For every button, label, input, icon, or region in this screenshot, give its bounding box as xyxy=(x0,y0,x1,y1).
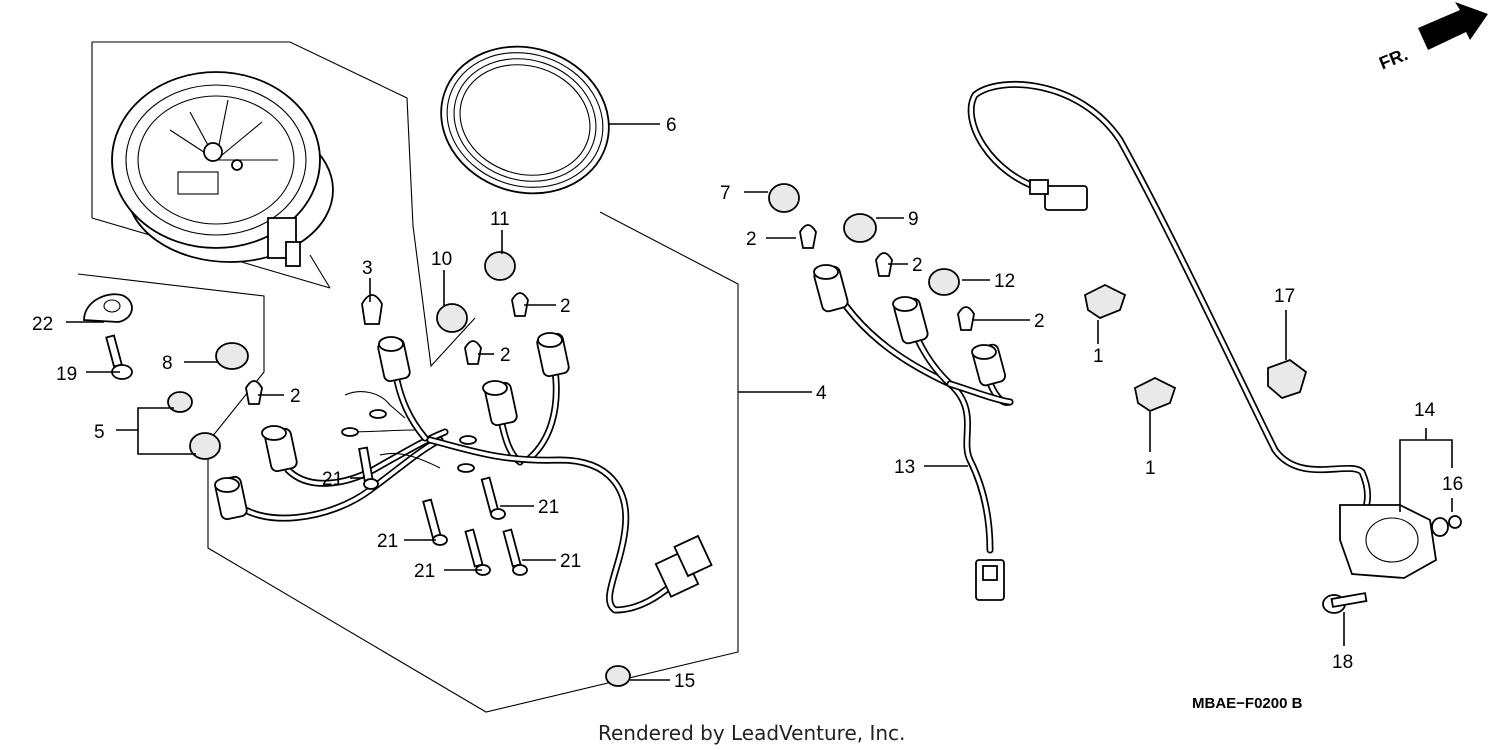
speed-sensor-icon xyxy=(967,81,1462,579)
callout-3: 3 xyxy=(362,258,373,279)
callout-21-a: 21 xyxy=(322,469,343,490)
callout-1-b: 1 xyxy=(1145,458,1156,479)
wire-harness-icon xyxy=(826,276,1014,601)
bulb-socket-icon xyxy=(214,332,570,521)
screw-icon xyxy=(1322,592,1368,614)
callout-16: 16 xyxy=(1442,474,1463,495)
callout-labels: 22 19 8 5 2 3 10 11 2 2 6 4 21 21 21 21 … xyxy=(32,115,1463,692)
callout-19: 19 xyxy=(56,364,77,385)
callout-2-b: 2 xyxy=(560,296,571,317)
callout-7: 7 xyxy=(720,183,731,204)
bulb-icon xyxy=(245,224,975,405)
callout-13: 13 xyxy=(894,457,915,478)
callout-5: 5 xyxy=(94,422,105,443)
callout-14: 14 xyxy=(1414,400,1436,421)
arrow-icon xyxy=(1418,2,1488,50)
callout-2-c: 2 xyxy=(500,345,511,366)
callout-18: 18 xyxy=(1332,652,1353,673)
callout-21-e: 21 xyxy=(560,551,581,572)
callout-2-d: 2 xyxy=(746,229,757,250)
callout-21-b: 21 xyxy=(538,497,559,518)
callout-21-c: 21 xyxy=(377,531,398,552)
callout-22: 22 xyxy=(32,314,53,335)
callout-6: 6 xyxy=(666,115,677,136)
credit-text: Rendered by LeadVenture, Inc. xyxy=(598,721,905,745)
clamp-icon xyxy=(83,293,133,380)
callout-17: 17 xyxy=(1274,286,1295,307)
harness-group-outline xyxy=(77,211,739,713)
callout-2-e: 2 xyxy=(912,255,923,276)
wire-harness-icon xyxy=(228,366,713,614)
direction-label: FR. xyxy=(1376,44,1410,73)
callout-11: 11 xyxy=(490,209,510,230)
gauge-group-outline xyxy=(92,41,476,368)
callout-9: 9 xyxy=(908,209,919,230)
callout-15: 15 xyxy=(674,671,695,692)
callout-4: 4 xyxy=(816,383,827,404)
bulb-socket-icon xyxy=(813,264,1007,387)
callout-12: 12 xyxy=(994,271,1015,292)
callout-1-a: 1 xyxy=(1093,346,1104,367)
bezel-ring-icon xyxy=(440,45,610,195)
callout-21-d: 21 xyxy=(414,561,435,582)
speedometer-icon xyxy=(111,71,334,267)
callout-8: 8 xyxy=(162,353,173,374)
cable-clip-icon xyxy=(1083,283,1308,413)
figure-code: MBAE−F0200 B xyxy=(1192,695,1303,712)
callout-2-f: 2 xyxy=(1034,311,1045,332)
screw-icon xyxy=(358,446,528,576)
grommet-icon xyxy=(167,183,960,687)
callout-2-a: 2 xyxy=(290,386,301,407)
callout-10: 10 xyxy=(431,249,452,270)
